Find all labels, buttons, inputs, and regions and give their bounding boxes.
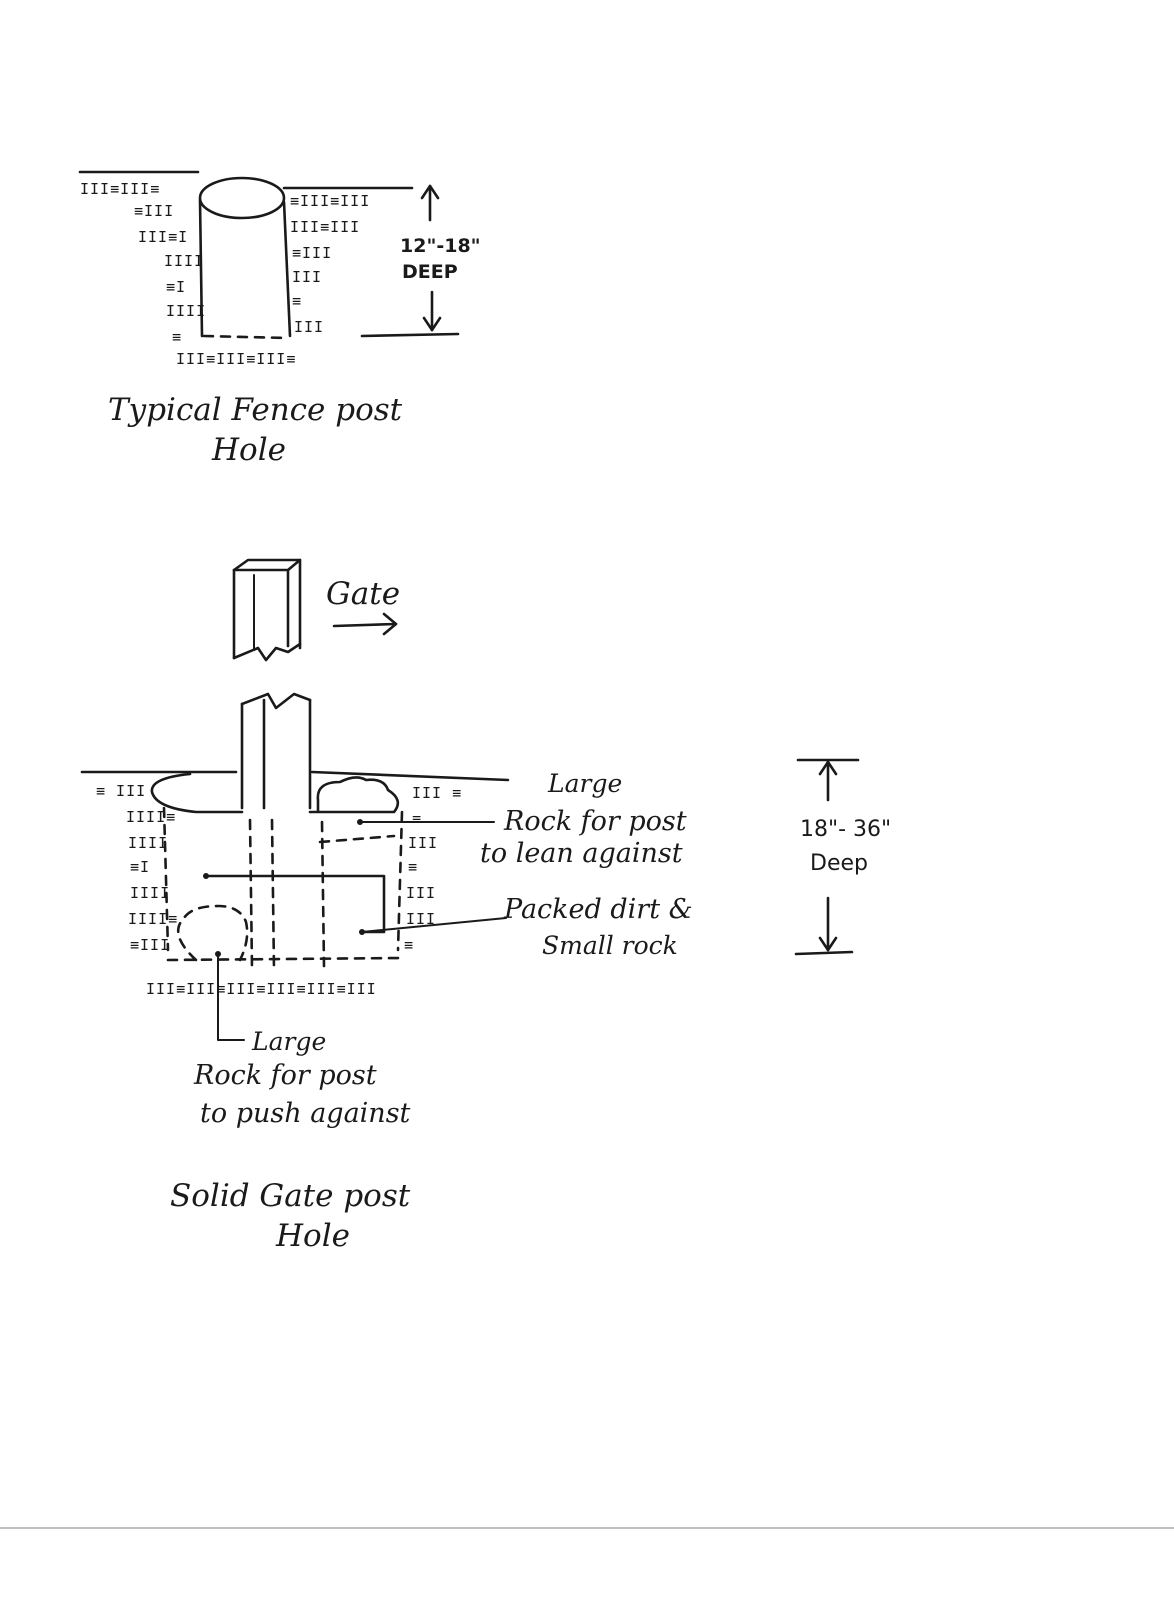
svg-text:ΙΙΙ: ΙΙΙ [408, 834, 438, 852]
svg-text:≡: ≡ [408, 858, 418, 876]
svg-text:ΙΙΙ ≡: ΙΙΙ ≡ [412, 784, 462, 802]
hole-bottom [204, 336, 288, 338]
post-top-section [234, 560, 300, 660]
fence-post-hole-diagram: ΙΙΙ≡ΙΙΙ≡ ≡ΙΙΙ ΙΙΙ≡Ι ΙΙΙΙ ≡Ι ΙΙΙΙ ≡ ΙΙΙ≡Ι… [80, 172, 481, 468]
svg-text:≡: ≡ [412, 810, 422, 828]
gate-label: Gate [326, 576, 400, 612]
post-break-top [234, 644, 300, 660]
arrow-right-icon [334, 614, 396, 634]
svg-text:≡ΙΙΙ≡ΙΙΙ: ≡ΙΙΙ≡ΙΙΙ [290, 192, 370, 210]
packed-dirt-bracket [206, 876, 384, 932]
hole-wall-left [164, 808, 168, 950]
rock-lean-label-1: Large [547, 769, 622, 798]
svg-text:ΙΙΙ≡ΙΙΙ≡ΙΙΙ≡: ΙΙΙ≡ΙΙΙ≡ΙΙΙ≡ [176, 350, 296, 368]
rock-push-label-3: to push against [200, 1098, 411, 1129]
gate-post-hole-diagram: Gate [82, 560, 891, 1254]
svg-text:ΙΙΙ≡ΙΙΙ: ΙΙΙ≡ΙΙΙ [290, 218, 360, 236]
svg-text:ΙΙΙΙ: ΙΙΙΙ [166, 302, 206, 320]
gate-post-title-hole: Hole [275, 1218, 350, 1254]
svg-text:ΙΙΙΙ: ΙΙΙΙ [130, 884, 170, 902]
svg-text:ΙΙΙΙ≡: ΙΙΙΙ≡ [128, 910, 178, 928]
depth-reference-line [362, 334, 458, 336]
rock-push-label-2: Rock for post [193, 1060, 377, 1091]
packed-dirt-label-2: Small rock [542, 931, 678, 960]
svg-text:≡Ι: ≡Ι [130, 858, 150, 876]
svg-text:≡: ≡ [404, 936, 414, 954]
svg-text:≡ΙΙΙ: ≡ΙΙΙ [292, 244, 332, 262]
svg-text:≡: ≡ [172, 328, 182, 346]
fence-post-title: Typical Fence post [108, 392, 403, 428]
svg-text:ΙΙΙ≡Ι: ΙΙΙ≡Ι [138, 228, 188, 246]
svg-text:≡ΙΙΙ: ≡ΙΙΙ [130, 936, 170, 954]
hole-bottom [168, 958, 402, 960]
post-lower-section [242, 694, 310, 808]
rock-lean-label-2: Rock for post [503, 806, 687, 837]
packed-dirt-label-1: Packed dirt & [503, 894, 693, 925]
soil-hatching: ΙΙΙ≡ΙΙΙ≡ ≡ΙΙΙ ΙΙΙ≡Ι ΙΙΙΙ ≡Ι ΙΙΙΙ ≡ ΙΙΙ≡Ι… [80, 180, 370, 368]
soil-hatching: ≡ ΙΙΙ ΙΙΙΙ≡ ΙΙΙΙ ≡Ι ΙΙΙΙ ΙΙΙΙ≡ ≡ΙΙΙ ΙΙΙ≡… [96, 782, 462, 998]
depth-value: 18"- 36" [800, 817, 891, 842]
svg-text:ΙΙΙ≡ΙΙΙ≡ΙΙΙ≡ΙΙΙ≡ΙΙΙ≡ΙΙΙ: ΙΙΙ≡ΙΙΙ≡ΙΙΙ≡ΙΙΙ≡ΙΙΙ≡ΙΙΙ [146, 980, 377, 998]
svg-text:ΙΙΙ≡ΙΙΙ≡: ΙΙΙ≡ΙΙΙ≡ [80, 180, 160, 198]
svg-text:ΙΙΙΙ≡: ΙΙΙΙ≡ [126, 808, 176, 826]
post-break-bottom [242, 694, 310, 708]
svg-text:ΙΙΙ: ΙΙΙ [292, 268, 322, 286]
svg-text:ΙΙΙΙ: ΙΙΙΙ [164, 252, 204, 270]
svg-text:ΙΙΙ: ΙΙΙ [294, 318, 324, 336]
depth-value: 12"-18" [400, 235, 481, 257]
svg-text:≡: ≡ [292, 292, 302, 310]
large-rock-top [310, 777, 398, 812]
svg-text:≡ΙΙΙ: ≡ΙΙΙ [134, 202, 174, 220]
svg-text:ΙΙΙ: ΙΙΙ [406, 884, 436, 902]
dimension-bottom-tick [796, 952, 852, 954]
depth-word: Deep [810, 851, 868, 876]
rock-lean-label-3: to lean against [480, 838, 683, 869]
svg-text:≡ ΙΙΙ: ≡ ΙΙΙ [96, 782, 146, 800]
fence-post-title-hole: Hole [211, 432, 286, 468]
depth-word: DEEP [402, 261, 458, 283]
hole-opening [200, 178, 284, 218]
hole-opening-left [152, 774, 242, 812]
gate-post-title: Solid Gate post [170, 1178, 411, 1214]
rock-push-label-1: Large [251, 1027, 326, 1056]
svg-text:ΙΙΙΙ: ΙΙΙΙ [128, 834, 168, 852]
large-rock-bottom [178, 906, 247, 960]
ground-line-right [312, 772, 508, 780]
svg-text:≡Ι: ≡Ι [166, 278, 186, 296]
